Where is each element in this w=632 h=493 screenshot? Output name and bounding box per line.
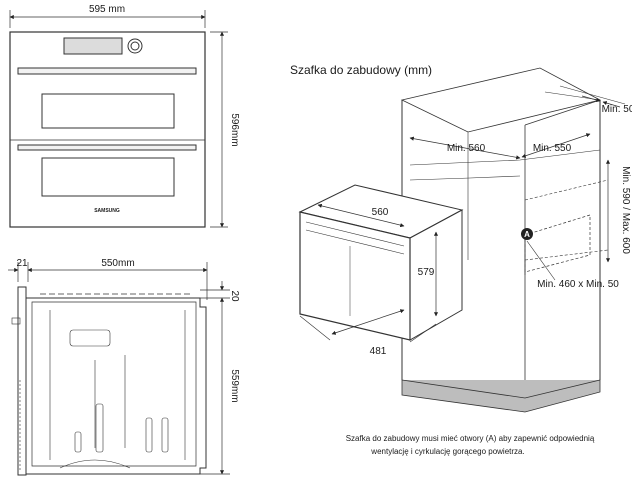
upper-door-window bbox=[41, 93, 175, 129]
vent-marker-a bbox=[521, 228, 533, 240]
caption-line-1: Szafka do zabudowy musi mieć otwory (A) … bbox=[346, 434, 595, 443]
caption-line-2: wentylację i cyrkulację gorącego powietr… bbox=[370, 447, 524, 456]
door-thickness-label: 21 bbox=[16, 258, 28, 269]
control-knob-inner bbox=[130, 41, 140, 51]
min-560-label: Min. 560 bbox=[447, 143, 486, 154]
side-door-panel bbox=[17, 286, 27, 476]
opening-size-label: Min. 460 x Min. 50 bbox=[537, 279, 619, 290]
min-50-label: Min. 50 bbox=[602, 104, 632, 115]
vent-opening bbox=[524, 214, 591, 273]
cabinet-title: Szafka do zabudowy (mm) bbox=[290, 63, 432, 77]
oven-height-label: 579 bbox=[418, 267, 435, 278]
oven-depth-dimension bbox=[331, 309, 405, 335]
front-height-label: 596mm bbox=[229, 113, 240, 146]
oven-width-label: 560 bbox=[372, 207, 389, 218]
side-fan-housing bbox=[69, 329, 111, 347]
cabinet-plinth bbox=[401, 380, 601, 413]
min-550-dimension bbox=[521, 133, 591, 158]
depth-label: 550mm bbox=[101, 258, 134, 269]
height-range-label: Min. 590 / Max. 600 bbox=[620, 166, 631, 254]
lower-door-window bbox=[41, 157, 175, 197]
min-550-label: Min. 550 bbox=[533, 143, 572, 154]
front-view bbox=[9, 10, 228, 228]
cabinet-top-face bbox=[400, 67, 602, 133]
top-gap-label: 20 bbox=[229, 290, 240, 302]
cabinet-view bbox=[298, 67, 626, 413]
side-height-label: 559mm bbox=[229, 369, 240, 402]
oven-front-face bbox=[299, 211, 411, 341]
front-width-label: 595 mm bbox=[89, 4, 125, 15]
oven-front-body bbox=[9, 31, 206, 228]
upper-door-handle bbox=[17, 67, 197, 75]
side-body-outline bbox=[26, 297, 207, 475]
vent-marker-a-letter: A bbox=[524, 230, 530, 239]
min-560-dimension bbox=[409, 136, 521, 160]
oven-width-dimension bbox=[317, 203, 405, 228]
oven-depth-label: 481 bbox=[370, 346, 387, 357]
side-view bbox=[8, 262, 230, 476]
lower-door-handle bbox=[17, 144, 197, 151]
control-knob bbox=[127, 38, 143, 54]
control-display bbox=[63, 37, 123, 55]
brand-logo-text: SAMSUNG bbox=[94, 208, 120, 214]
